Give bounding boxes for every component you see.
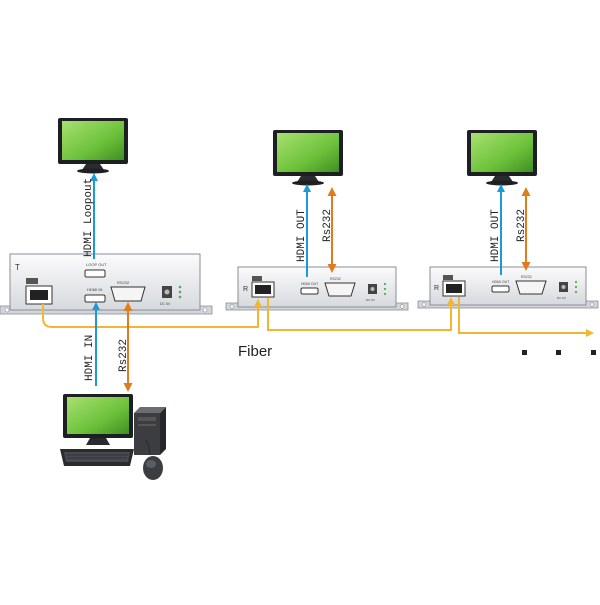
receiver-1-mark: R [243, 286, 248, 293]
transmitter-rs232-label: RS232 [117, 280, 130, 285]
mouse-icon [143, 439, 163, 480]
hdmi-out-label-1: HDMI OUT [296, 209, 308, 262]
receiver-1-dc-label: DC 5V [366, 298, 375, 302]
rs232-label-2: Rs232 [516, 209, 528, 242]
fiber-label: Fiber [238, 343, 272, 360]
hdmi-out-label-2: HDMI OUT [490, 209, 502, 262]
rs232-label-src: Rs232 [118, 339, 130, 372]
fiber-link [42, 297, 594, 337]
hdmi-loopout-label: HDMI Loopout [83, 178, 95, 257]
receiver-2-mark: R [434, 285, 439, 292]
transmitter-mark: T [15, 263, 20, 272]
fiber-line-rx1 [267, 297, 455, 331]
rs232-label-1: Rs232 [322, 209, 334, 242]
transmitter-loopout-label: LOOP OUT [86, 262, 107, 267]
monitor-icon [467, 130, 537, 186]
receiver-1-hdmi-label: HDMI OUT [301, 282, 319, 286]
transmitter-device: T LOOP OUT HDMI IN RS232 DC 5V [0, 253, 213, 315]
fiber-line-tx [42, 299, 262, 328]
transmitter-hdmiin-label: HDMI IN [87, 287, 102, 292]
fiber-line-rx2 [458, 297, 594, 337]
receiver-device-1: R HDMI OUT RS232 DC 5V [225, 266, 409, 311]
receiver-2-hdmi-label: HDMI OUT [492, 280, 510, 284]
continuation-dots [522, 350, 596, 355]
monitor-icon [58, 118, 128, 174]
computer-icon [63, 394, 166, 455]
receiver-device-2: R HDMI OUT RS232 DC 5V [417, 266, 599, 309]
receiver-1-rs232-label: RS232 [330, 277, 341, 281]
receiver-2-rs232-label: RS232 [521, 275, 532, 279]
hdmi-in-label: HDMI IN [84, 335, 96, 381]
monitor-icon [273, 130, 343, 186]
transmitter-dc-label: DC 5V [160, 302, 171, 306]
receiver-2-dc-label: DC 5V [557, 296, 566, 300]
keyboard-icon [60, 449, 134, 466]
